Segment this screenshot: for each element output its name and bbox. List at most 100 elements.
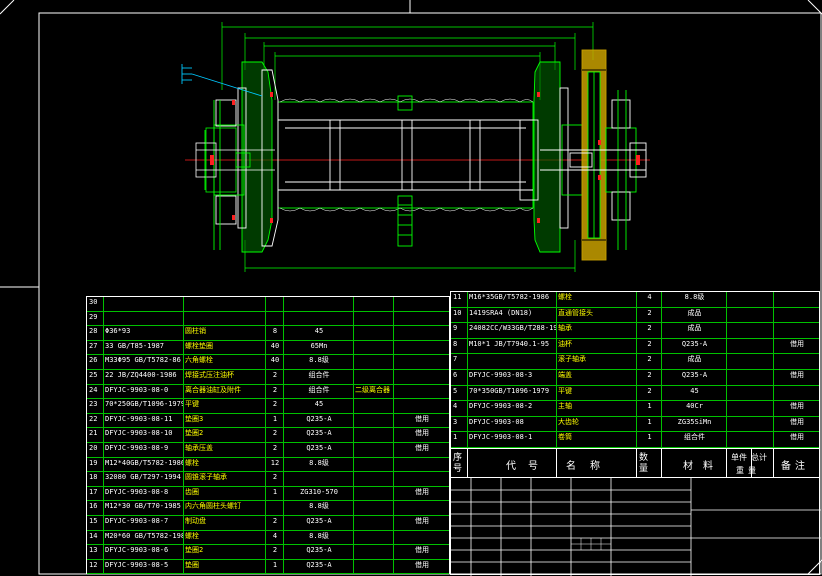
cell-name: 端盖 <box>558 371 572 379</box>
cell-extra <box>726 401 773 416</box>
cell-note <box>773 386 819 401</box>
cell-mat: ZG310-570 <box>300 487 338 496</box>
cell-mat: 8.8级 <box>309 458 329 467</box>
cell-name: 圆柱销 <box>185 327 206 336</box>
cell-code: DFYJC-9903-08-1 <box>469 433 533 442</box>
cell-name: 螺栓 <box>185 458 199 467</box>
cell-mat: 成品 <box>687 308 702 317</box>
cell-code: M10*1 JB/T7940.1-95 <box>469 339 550 348</box>
cell-no: 19 <box>89 458 98 467</box>
cell-mat: Q235-A <box>306 429 332 438</box>
cell-note: 借用 <box>790 433 804 442</box>
cell-mat: Q235-A <box>306 444 332 452</box>
cell-note <box>393 531 449 545</box>
cell-note <box>393 399 449 413</box>
cell-qty: 2 <box>272 546 278 555</box>
cell-mat: ZG35SiMn <box>677 417 712 426</box>
cell-mat: 组合件 <box>684 433 705 442</box>
cell-extra <box>353 312 393 326</box>
cell-mat: 组合件 <box>308 385 330 394</box>
cell-code: 33 GB/T85-1987 <box>105 341 165 350</box>
cell-qty: 2 <box>272 473 278 482</box>
cell-code: M33Φ95 GB/T5782-86 <box>105 356 181 365</box>
cell-mat: Q235-A <box>681 339 708 348</box>
cell-no: 28 <box>89 327 98 336</box>
cell-no: 18 <box>89 473 98 482</box>
cell-qty: 2 <box>647 386 652 395</box>
cell-note <box>393 341 449 355</box>
cell-name: 直通管接头 <box>558 308 593 317</box>
title-block <box>451 478 821 576</box>
cell-extra <box>353 560 393 574</box>
header-no: 序号 <box>453 453 463 474</box>
cell-mat: Q235-A <box>681 371 708 379</box>
cell-no: 5 <box>453 386 458 395</box>
cell-code: 70*350GB/T1096-1979 <box>469 386 550 395</box>
cell-code: Φ36*93 <box>105 327 131 336</box>
cell-note <box>773 308 819 323</box>
right-flange <box>519 61 583 253</box>
cell-no: 22 <box>89 414 98 423</box>
cell-code: M20*60 GB/T5782-1986 <box>105 531 183 540</box>
cell-extra <box>353 428 393 442</box>
cell-no: 17 <box>89 487 98 496</box>
cell-note: 借用 <box>790 402 804 411</box>
cell-qty <box>265 312 283 326</box>
cell-name: 卷筒 <box>558 433 572 442</box>
cell-note: 借用 <box>790 371 804 379</box>
cell-extra <box>353 487 393 501</box>
cell-note: 借用 <box>415 487 429 496</box>
cell-name: 垫圈3 <box>185 414 204 423</box>
header-note: 备注 <box>781 461 809 472</box>
left-shaft-end <box>195 127 275 193</box>
cell-name: 制动盘 <box>185 517 206 525</box>
cell-extra <box>726 339 773 354</box>
cell-no: 26 <box>89 356 98 365</box>
cell-no: 20 <box>89 444 98 452</box>
cell-note <box>393 385 449 399</box>
parts-list-header: 序号 代号 名称 数量 材料 单件 总计 重量 备注 <box>451 448 819 478</box>
cell-qty: 2 <box>647 371 652 379</box>
left-flange <box>204 61 279 253</box>
cell-extra: 二级离合器 <box>355 385 390 394</box>
cell-code: DFYJC-9903-08-5 <box>105 560 169 569</box>
cell-name: 垫圈2 <box>185 429 204 438</box>
large-gear <box>581 49 607 261</box>
cell-code: DFYJC-9903-08-8 <box>105 487 169 496</box>
cell-no: 13 <box>89 546 98 555</box>
cell-no: 9 <box>453 324 458 333</box>
cell-extra <box>726 417 773 432</box>
cell-name: 油杯 <box>558 339 572 348</box>
cell-qty: 1 <box>647 433 652 442</box>
cell-no: 6 <box>453 371 458 379</box>
cell-qty: 2 <box>272 517 278 525</box>
cell-mat: 45 <box>314 327 324 336</box>
cell-no: 16 <box>89 502 98 511</box>
cell-no: 7 <box>453 355 458 364</box>
cell-note: 借用 <box>415 414 429 423</box>
header-code: 代号 <box>506 461 550 472</box>
cell-no: 25 <box>89 371 98 379</box>
winch-drum-assembly <box>181 22 650 272</box>
cell-code: DFYJC-9903-08-3 <box>469 371 533 379</box>
cell-code: DFYJC-9903-08 <box>469 417 524 426</box>
cell-code: DFYJC-9903-08-9 <box>105 444 169 452</box>
header-qty: 数量 <box>639 453 649 474</box>
header-name: 名称 <box>566 461 614 472</box>
cell-name: 焊接式压注油杯 <box>185 371 234 379</box>
cell-extra <box>353 297 393 311</box>
cell-note: 借用 <box>415 429 429 438</box>
cell-qty: 2 <box>272 385 278 394</box>
cell-note <box>393 472 449 486</box>
cell-mat: 成品 <box>687 355 702 364</box>
